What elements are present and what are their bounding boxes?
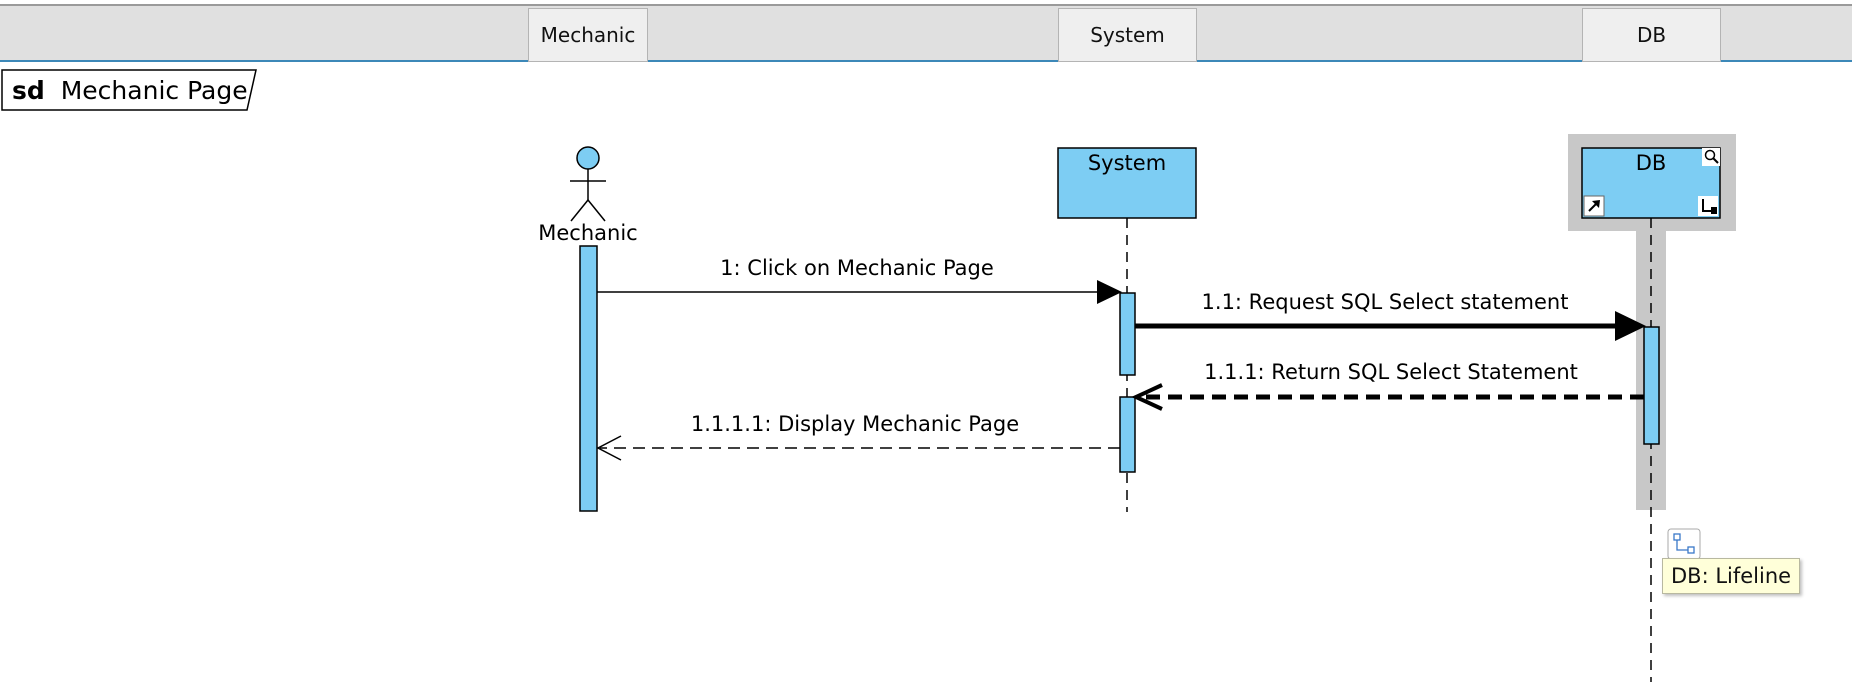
message-1-1-1-1[interactable]: 1.1.1.1: Display Mechanic Page bbox=[596, 412, 1120, 461]
message-1[interactable]: 1: Click on Mechanic Page bbox=[597, 256, 1122, 304]
message-1-1-1-label: 1.1.1: Return SQL Select Statement bbox=[1204, 360, 1578, 384]
message-1-1-1-1-label: 1.1.1.1: Display Mechanic Page bbox=[691, 412, 1019, 436]
system-lifeline-head[interactable]: System bbox=[1057, 147, 1197, 219]
message-1-1[interactable]: 1.1: Request SQL Select statement bbox=[1135, 290, 1646, 341]
mechanic-activation-bar[interactable] bbox=[579, 245, 598, 512]
system-activation-1[interactable] bbox=[1119, 292, 1136, 376]
frame-label[interactable]: sd Mechanic Page bbox=[1, 69, 257, 111]
message-1-1-label: 1.1: Request SQL Select statement bbox=[1202, 290, 1569, 314]
mechanic-label: Mechanic bbox=[538, 221, 637, 245]
message-1-1-1[interactable]: 1.1.1: Return SQL Select Statement bbox=[1131, 360, 1644, 411]
header-cell-mechanic[interactable]: Mechanic bbox=[528, 8, 648, 62]
system-label: System bbox=[1088, 151, 1166, 175]
db-label: DB bbox=[1636, 151, 1667, 175]
frame-keyword: sd bbox=[12, 76, 45, 105]
mechanic-actor[interactable]: Mechanic bbox=[538, 146, 638, 245]
header-cell-system[interactable]: System bbox=[1058, 8, 1197, 62]
lifeline-tooltip: DB: Lifeline bbox=[1662, 558, 1801, 594]
db-activation-bar[interactable] bbox=[1643, 326, 1660, 445]
actor-head-icon bbox=[576, 146, 600, 170]
header-cell-db[interactable]: DB bbox=[1582, 8, 1721, 62]
system-activation-2[interactable] bbox=[1119, 396, 1136, 473]
magnifier-icon[interactable] bbox=[1702, 148, 1720, 166]
svg-text:sd Mechanic Page: sd Mechanic Page bbox=[12, 76, 248, 105]
lifeline-header-bar: Mechanic System DB bbox=[0, 4, 1852, 62]
shortcut-arrow-icon[interactable] bbox=[1583, 195, 1605, 217]
message-1-label: 1: Click on Mechanic Page bbox=[720, 256, 994, 280]
frame-name: Mechanic Page bbox=[61, 76, 248, 105]
db-lifeline-head[interactable]: DB bbox=[1581, 147, 1721, 219]
sub-diagram-icon[interactable] bbox=[1698, 196, 1718, 216]
connector-handle-icon[interactable] bbox=[1667, 528, 1701, 560]
